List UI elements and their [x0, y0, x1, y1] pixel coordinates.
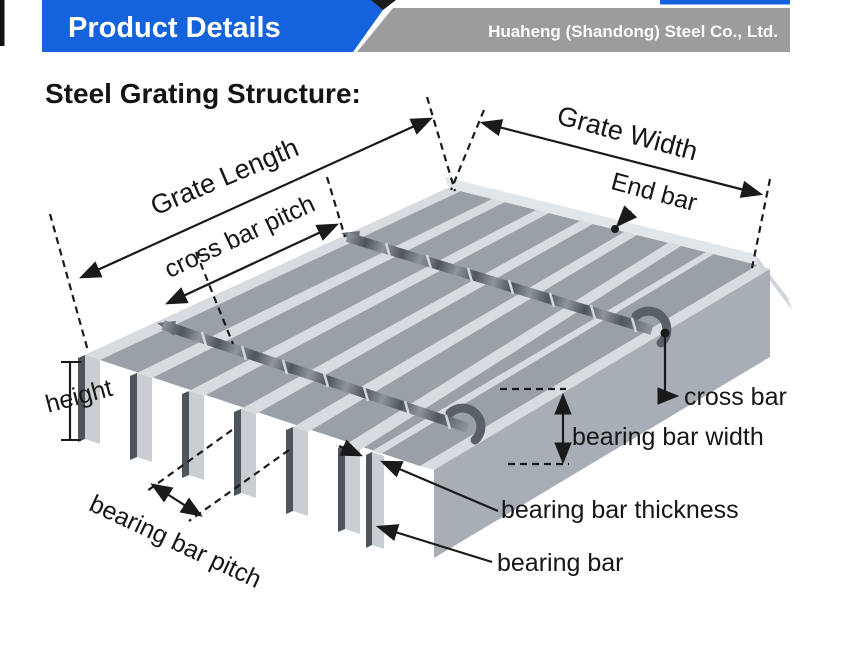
- bearing-bar-thickness-label: bearing bar thickness: [501, 496, 739, 524]
- grating-illustration: [78, 177, 792, 558]
- bearing-bar-thin: [366, 452, 384, 549]
- left-edge-strip: [0, 0, 5, 46]
- grate-width-label: Grate Width: [554, 100, 701, 166]
- company-name: Huaheng (Shandong) Steel Co., Ltd.: [488, 22, 778, 41]
- bearing-bar-front-ends: [78, 355, 360, 534]
- cross-bar-lower-hook: [445, 403, 486, 445]
- header-blue-strip: [660, 0, 790, 5]
- bearing-bar-label: bearing bar: [497, 549, 623, 577]
- right-side-face: [434, 269, 770, 558]
- grate-length-arrow: [78, 117, 434, 279]
- cross-bar-pitch-arrow: [165, 223, 339, 305]
- end-bar-cap: [755, 254, 792, 310]
- cross-bar-pitch-guide-right: [325, 176, 347, 238]
- grate-width-guide-left: [449, 109, 486, 191]
- bearing-bar-thickness-pointer: [338, 439, 364, 457]
- cross-bar-leader: [657, 337, 680, 405]
- cross-bar-label: cross bar: [684, 383, 787, 411]
- header-black-notch: [371, 0, 396, 10]
- header-blue-ribbon: [42, 0, 390, 52]
- bearing-bar-leader: [375, 524, 493, 564]
- bearing-bar-thickness-leader: [379, 460, 499, 513]
- bearing-bar-pitch-guide-right: [188, 449, 290, 522]
- bearing-bar-pitch-guide-left: [146, 429, 233, 492]
- end-bar-dot: [611, 225, 619, 233]
- end-bar-pointer: [615, 205, 638, 228]
- cross-bar-lower: [161, 320, 470, 433]
- section-title: Steel Grating Structure:: [45, 78, 361, 109]
- grate-length-guide-right: [425, 96, 457, 192]
- bearing-bar-pitch-arrow: [150, 483, 203, 517]
- bearing-bar-width-label: bearing bar width: [572, 423, 764, 451]
- page-title: Product Details: [68, 12, 281, 44]
- cross-bar-dot: [660, 328, 670, 338]
- end-bar-top: [445, 177, 758, 265]
- annotations: [48, 96, 772, 564]
- cross-bar-lower-twists: [200, 331, 452, 430]
- cross-bar-pitch-guide-left: [194, 251, 235, 345]
- bearing-bar-pitch-label: bearing bar pitch: [85, 490, 266, 594]
- grate-width-arrow: [479, 119, 764, 198]
- grate-length-guide-left: [48, 213, 90, 352]
- grate-width-guide-right: [750, 178, 772, 269]
- header-banner: Product Details Huaheng (Shandong) Steel…: [0, 0, 790, 52]
- header-gray-ribbon: [357, 8, 790, 52]
